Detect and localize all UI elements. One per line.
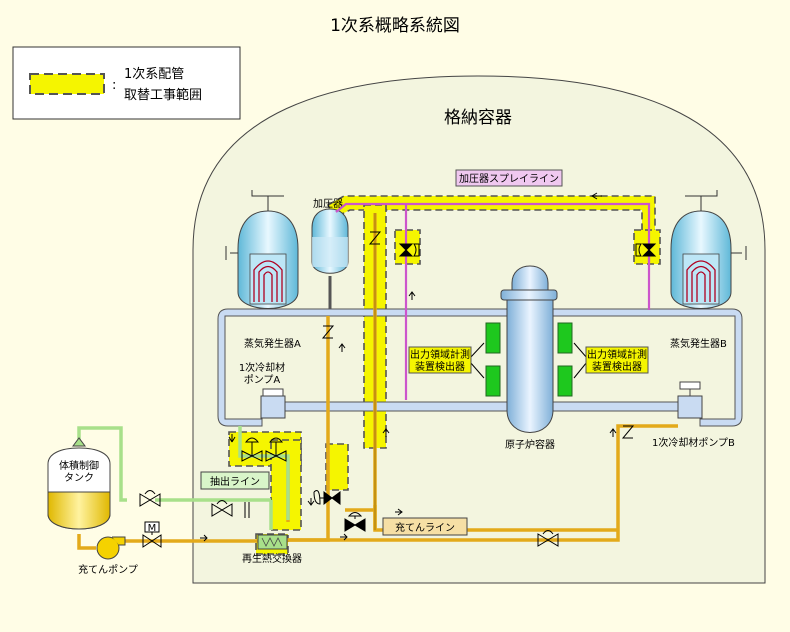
letdown-flow-arrow <box>228 434 236 443</box>
detector-right-label-2: 装置検出器 <box>592 360 642 373</box>
detector-right-label-1: 出力領域計測 <box>587 348 647 361</box>
regenerative-heat-exchanger <box>257 534 288 550</box>
steam-generator-b <box>670 190 747 309</box>
legend: : 1次系配管 取替工事範囲 <box>12 46 241 120</box>
reactor-vessel <box>500 265 558 433</box>
detector-pointers <box>469 342 588 379</box>
legend-line1: 1次系配管 <box>124 66 184 82</box>
check-valves <box>321 231 635 439</box>
diagram-title: 1次系概略系統図 <box>330 16 460 36</box>
spray-flow-arrow <box>591 192 602 200</box>
letdown-piping <box>77 426 290 530</box>
pump-a <box>260 388 286 419</box>
letdown-valve-1 <box>139 490 161 507</box>
vct-label-1: 体積制御 <box>59 459 99 472</box>
letdown-line-label: 抽出ライン <box>210 475 260 488</box>
spray-valve-right <box>635 243 657 257</box>
sg-b-label: 蒸気発生器B <box>670 337 727 350</box>
pressurizer <box>311 208 349 309</box>
spray-valve-left <box>398 243 420 257</box>
charging-pump <box>96 536 126 560</box>
charging-valve-2 <box>344 512 366 532</box>
detector-left-box <box>408 346 472 374</box>
letdown-valves <box>241 437 287 462</box>
regen-hx-label: 再生熱交換器 <box>242 552 302 565</box>
sg-a-label: 蒸気発生器A <box>244 337 301 350</box>
letdown-valve-2 <box>211 500 250 518</box>
pump-a-label-1: 1次冷却材 <box>239 361 285 374</box>
volume-control-tank <box>47 437 111 530</box>
reactor-label: 原子炉容器 <box>505 438 555 451</box>
pressurizer-label: 加圧器 <box>313 198 343 210</box>
motor-valve <box>142 521 162 548</box>
containment-label: 格納容器 <box>444 108 512 128</box>
detector-left-label-1: 出力領域計測 <box>410 348 470 361</box>
legend-line2: 取替工事範囲 <box>124 88 202 103</box>
pump-b <box>677 381 703 419</box>
spray-line-box <box>455 169 563 187</box>
charging-pump-label: 充てんポンプ <box>78 563 138 576</box>
flow-arrows <box>200 291 617 542</box>
pump-a-label-2: ポンプA <box>244 374 281 386</box>
detectors <box>485 322 573 397</box>
steam-generator-a <box>225 190 299 309</box>
charging-valve-3 <box>537 530 559 547</box>
charging-line-label: 充てんライン <box>395 521 455 534</box>
legend-colon: : <box>112 78 116 93</box>
detector-right-box <box>585 346 649 374</box>
spray-line-label: 加圧器スプレイライン <box>459 173 559 185</box>
detector-left-label-2: 装置検出器 <box>415 360 465 373</box>
motor-label: M <box>148 523 157 534</box>
vct-label-2: タンク <box>64 472 94 484</box>
letdown-line-box <box>200 471 270 490</box>
charging-line-box <box>382 517 468 536</box>
charging-valve-1 <box>313 490 341 505</box>
pump-b-label: 1次冷却材ポンプB <box>652 436 735 449</box>
